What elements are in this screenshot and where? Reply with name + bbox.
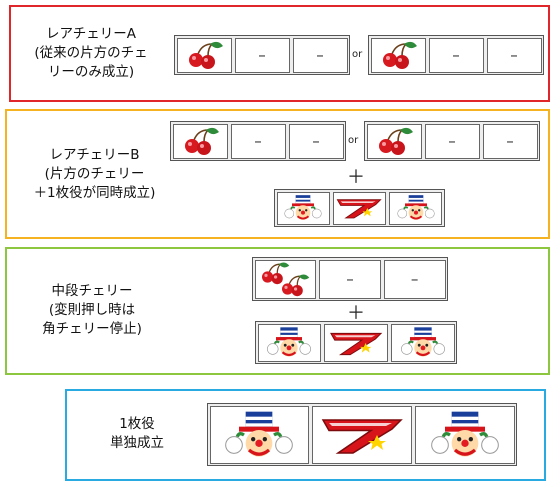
cherry-icon (180, 126, 220, 156)
reel-cell: – (424, 123, 480, 159)
reel-strip-left: – – (170, 121, 346, 161)
clown-icon (281, 194, 325, 222)
clown-icon (219, 410, 299, 460)
clown-icon (263, 326, 315, 359)
reel-cell: – (230, 123, 286, 159)
one-coin-reel-strip (255, 321, 457, 364)
rare-cherry-a-panel: レアチェリーA (従来の片方のチェ リーのみ成立) – – or – – (9, 5, 550, 102)
dash-symbol: – (506, 132, 514, 150)
double-cherry-icon (261, 261, 311, 297)
reel-cell (389, 191, 443, 225)
dash-symbol: – (448, 132, 456, 150)
or-text: or (352, 49, 363, 60)
label-line: (従来の片方のチェ (34, 45, 148, 61)
reel-cell: – (288, 123, 344, 159)
reel-strip-right: – – (368, 35, 544, 75)
dash-symbol: – (258, 46, 266, 64)
dash-symbol: – (452, 46, 460, 64)
reel-strip-right: – – (364, 121, 540, 161)
reel-cell: – (319, 259, 381, 299)
reel-cell (276, 191, 330, 225)
label-line: リーのみ成立) (47, 64, 135, 80)
label-line: (片方のチェリー (44, 166, 145, 182)
dash-symbol: – (410, 270, 419, 288)
reel-cell: – (486, 37, 542, 73)
reel-cell (370, 37, 426, 73)
reel-cell (254, 259, 317, 299)
cherry-icon (374, 126, 414, 156)
reel-cell (312, 405, 412, 464)
reel-cell (366, 123, 422, 159)
label-line: レアチェリーB (49, 147, 140, 163)
dash-symbol: – (312, 132, 320, 150)
clown-icon (425, 410, 505, 460)
middle-cherry-panel: 中段チェリー (変則押し時は 角チェリー停止) – – ＋ (5, 247, 550, 375)
seven-icon (317, 413, 407, 457)
dash-symbol: – (346, 270, 354, 288)
label-line: レアチェリーA (46, 26, 136, 42)
reel-cell: – (234, 37, 290, 73)
one-coin-only-panel: 1枚役 単独成立 (65, 389, 546, 481)
label-line: 1枚役 (119, 416, 155, 432)
one-coin-reel-strip (207, 403, 517, 466)
reel-cell (390, 323, 455, 362)
label-line: 角チェリー停止) (42, 321, 142, 337)
label-line: 中段チェリー (51, 283, 133, 299)
middle-cherry-label: 中段チェリー (変則押し時は 角チェリー停止) (12, 282, 172, 339)
reel-cell (176, 37, 232, 73)
reel-cell (414, 405, 515, 464)
rare-cherry-a-label: レアチェリーA (従来の片方のチェ リーのみ成立) (11, 25, 171, 82)
clown-icon (394, 194, 438, 222)
reel-cell (172, 123, 228, 159)
reel-cell: – (482, 123, 538, 159)
reel-cell: – (428, 37, 484, 73)
plus-sign: ＋ (347, 167, 365, 188)
seven-icon (334, 195, 384, 221)
dash-symbol: – (316, 46, 324, 64)
reel-cell (257, 323, 322, 362)
or-text: or (348, 135, 359, 146)
clown-icon (397, 326, 449, 359)
label-line: ＋1枚役が同時成立) (33, 185, 156, 201)
one-coin-reel-strip (274, 189, 445, 227)
cherry-icon (184, 40, 224, 70)
label-line: (変則押し時は (48, 302, 136, 318)
one-coin-only-label: 1枚役 単独成立 (97, 415, 177, 453)
reel-cell: – (383, 259, 446, 299)
reel-strip-left: – – (174, 35, 350, 75)
seven-icon (327, 328, 385, 358)
label-line: 単独成立 (110, 435, 164, 451)
cherry-icon (378, 40, 418, 70)
reel-cell: – (292, 37, 348, 73)
rare-cherry-b-label: レアチェリーB (片方のチェリー ＋1枚役が同時成立) (7, 146, 182, 203)
reel-cell (332, 191, 387, 225)
dash-symbol: – (510, 46, 518, 64)
plus-sign: ＋ (347, 303, 365, 324)
rare-cherry-b-panel: レアチェリーB (片方のチェリー ＋1枚役が同時成立) – – or – – ＋ (5, 109, 550, 239)
reel-cell (324, 323, 388, 362)
reel-strip: – – (252, 257, 448, 301)
reel-cell (209, 405, 310, 464)
dash-symbol: – (254, 132, 262, 150)
